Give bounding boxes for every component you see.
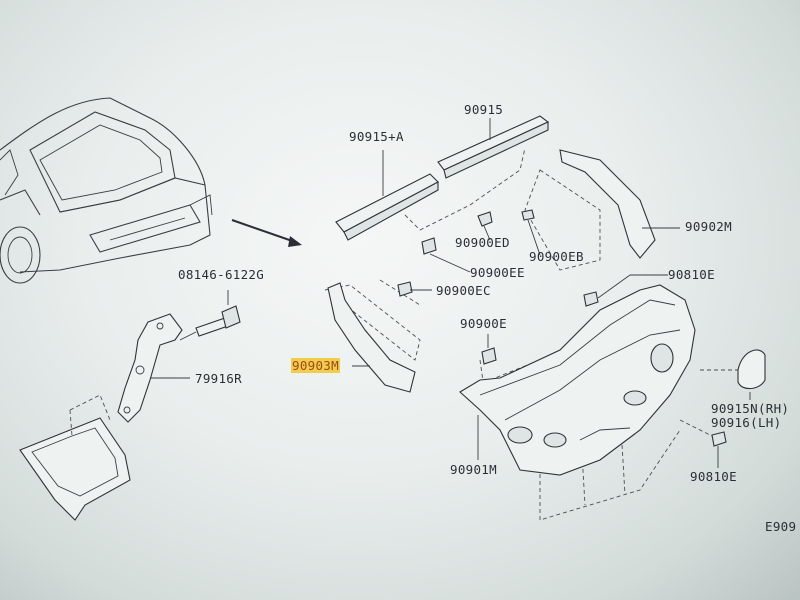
label-90915a: 90915+A bbox=[349, 129, 404, 144]
clip-fasteners bbox=[397, 209, 727, 468]
label-90900e: 90900E bbox=[460, 316, 507, 331]
trim-strip-90915a bbox=[335, 150, 439, 241]
label-90901m: 90901M bbox=[450, 462, 497, 477]
cover-90915n bbox=[737, 349, 766, 400]
car-rear-illustration bbox=[0, 97, 213, 284]
side-trim-90902m bbox=[559, 149, 680, 259]
label-90900eb: 90900EB bbox=[529, 249, 584, 264]
trim-strip-90915 bbox=[437, 115, 550, 179]
label-90810e-bottom: 90810E bbox=[690, 469, 737, 484]
label-90916-lh: 90916(LH) bbox=[711, 415, 782, 430]
label-90900ee: 90900EE bbox=[470, 265, 525, 280]
bolt-part bbox=[179, 290, 241, 341]
label-79916r: 79916R bbox=[195, 371, 242, 386]
label-90903m: 90903M bbox=[291, 358, 340, 373]
label-90900ec: 90900EC bbox=[436, 283, 491, 298]
highlighted-part-number: 90903M bbox=[291, 358, 340, 373]
label-08146: 08146-6122G bbox=[178, 267, 265, 282]
label-90810e-top: 90810E bbox=[668, 267, 715, 282]
label-90902m: 90902M bbox=[685, 219, 732, 234]
direction-arrow bbox=[231, 219, 302, 247]
label-90915: 90915 bbox=[464, 102, 504, 117]
trunk-lid-small-view bbox=[19, 394, 131, 521]
label-90900ed: 90900ED bbox=[455, 235, 510, 250]
side-trim-90903m bbox=[327, 282, 416, 393]
label-90915n-rh: 90915N(RH) bbox=[711, 401, 790, 416]
bracket-part bbox=[117, 313, 183, 423]
trunk-finisher-90901m bbox=[459, 284, 696, 476]
reference-code: E909 bbox=[765, 519, 797, 534]
